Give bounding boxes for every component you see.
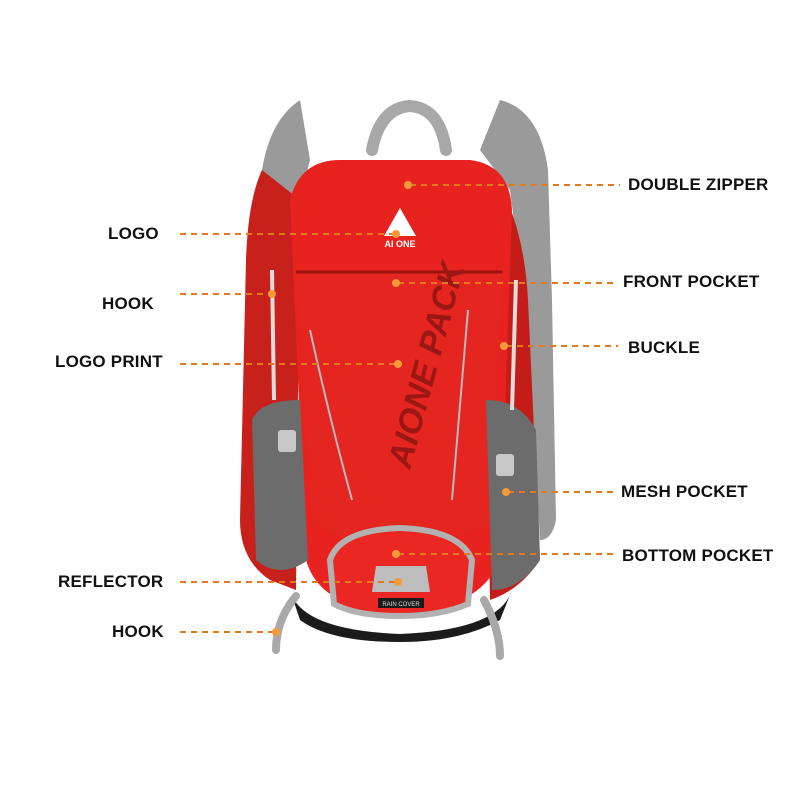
reflective-stripe-right <box>451 309 469 501</box>
bottom-base <box>290 590 512 642</box>
callout-logo-print: LOGO PRINT <box>55 352 163 371</box>
callout-logo: LOGO <box>108 224 159 243</box>
mesh-pocket-right <box>486 400 540 590</box>
side-buckle-left <box>278 430 296 452</box>
rain-cover-tag <box>378 598 424 608</box>
callout-mesh-pocket: MESH POCKET <box>621 482 748 501</box>
bottom-hook-left <box>272 592 300 654</box>
callout-hook-top: HOOK <box>102 294 154 313</box>
mesh-pocket-left <box>252 400 308 570</box>
logo-badge: AI ONE <box>384 208 416 249</box>
callout-reflector: REFLECTOR <box>58 572 164 591</box>
right-shoulder-strap <box>480 100 556 540</box>
bottom-hook-right <box>480 596 504 660</box>
callout-front-pocket: FRONT POCKET <box>623 272 760 291</box>
callout-double-zipper: DOUBLE ZIPPER <box>628 175 769 194</box>
front-pocket-panel <box>296 270 502 540</box>
callout-buckle: BUCKLE <box>628 338 701 357</box>
reflector-patch <box>372 566 430 592</box>
bungee-cord-left <box>270 269 276 401</box>
side-buckle-right <box>496 454 514 476</box>
svg-text:AI ONE: AI ONE <box>384 239 415 249</box>
callout-hook-bottom: HOOK <box>112 622 164 641</box>
callout-bottom-pocket: BOTTOM POCKET <box>622 546 774 565</box>
rain-cover-tag-text: RAIN COVER <box>382 602 420 608</box>
reflective-stripe-left <box>309 329 353 501</box>
top-handle <box>366 99 452 156</box>
